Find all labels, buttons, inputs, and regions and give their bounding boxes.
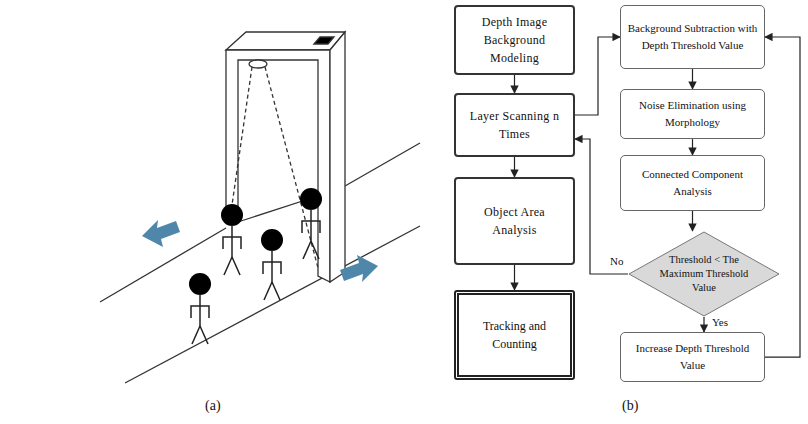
flow-connector <box>692 211 693 231</box>
gate-frame <box>226 32 345 282</box>
person-figures <box>189 188 322 344</box>
process-box: Connected Component Analysis <box>620 155 765 211</box>
node-text: Connected Component Analysis <box>627 166 758 200</box>
direction-arrows <box>142 220 378 282</box>
corridor <box>100 143 420 383</box>
flow-connector <box>514 265 515 290</box>
process-box: Depth Image Background Modeling <box>454 5 575 75</box>
node-text: Depth Image Background Modeling <box>464 13 565 67</box>
decision-diamond: Threshold < The Maximum Threshold Value <box>628 231 780 317</box>
process-box: Background Subtraction with Depth Thresh… <box>620 5 765 69</box>
flow-connector <box>692 69 693 89</box>
process-box: Layer Scanning n Times <box>454 93 575 157</box>
terminal-box: Tracking and Counting <box>454 290 575 380</box>
process-box: Increase Depth Threshold Value <box>620 332 765 382</box>
flow-connector <box>514 157 515 177</box>
node-text: Noise Elimination using Morphology <box>627 97 758 131</box>
node-text: Object Area Analysis <box>464 203 565 239</box>
flow-connector <box>692 139 693 155</box>
node-text: Layer Scanning n Times <box>464 107 565 143</box>
flow-connector <box>514 75 515 93</box>
edge-label: No <box>608 255 625 267</box>
process-box: Object Area Analysis <box>454 177 575 265</box>
flow-connector <box>765 37 800 357</box>
flow-connector <box>703 317 704 332</box>
node-text: Background Subtraction with Depth Thresh… <box>627 20 758 54</box>
panel-label: (a) <box>205 398 221 414</box>
node-text: Threshold < The Maximum Threshold Value <box>648 253 760 296</box>
node-text: Tracking and Counting <box>467 317 562 353</box>
edge-label: Yes <box>710 316 730 328</box>
panel-label: (b) <box>622 398 638 414</box>
flow-connector <box>575 37 620 115</box>
process-box: Noise Elimination using Morphology <box>620 89 765 139</box>
node-text: Increase Depth Threshold Value <box>627 340 758 374</box>
